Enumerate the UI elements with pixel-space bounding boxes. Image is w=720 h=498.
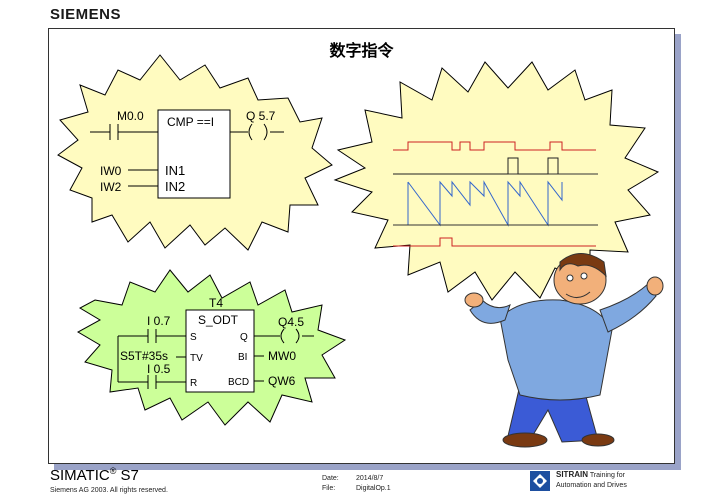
copyright-text: Siemens AG 2003. All rights reserved.	[50, 487, 168, 494]
cmp-contact-label: M0.0	[117, 109, 144, 123]
figure-left-shoe	[502, 432, 548, 448]
footer-meta: Date: 2014/8/7 File: DigitalOp.1	[322, 474, 391, 494]
cmp-coil-label: Q 5.7	[246, 109, 276, 123]
cmp-ladder	[90, 109, 284, 199]
figure-shirt	[499, 299, 613, 401]
cmp-box-label: CMP ==I	[167, 115, 214, 129]
timer-bcd-output: QW6	[268, 374, 296, 388]
figure-right-arm	[599, 283, 657, 333]
figure-right-shoe	[581, 433, 615, 447]
slide-title: 数字指令	[329, 43, 394, 60]
timer-s-contact-label: I 0.7	[147, 314, 171, 328]
presenter-figure	[464, 253, 664, 448]
date-value: 2014/8/7	[356, 475, 384, 482]
cmp-in2-operand: IW2	[100, 180, 122, 194]
cmp-in1-pin: IN1	[165, 163, 185, 178]
figure-hair	[559, 253, 607, 278]
timer-bcd-pin: BCD	[228, 377, 249, 388]
timer-bi-output: MW0	[268, 349, 296, 363]
figure-right-hand	[646, 276, 664, 296]
simatic-brand: SIMATIC® S7	[50, 466, 139, 484]
cmp-in2-pin: IN2	[165, 179, 185, 194]
timer-name: T4	[209, 296, 223, 310]
siemens-logo: SIEMENS	[50, 6, 122, 23]
date-label: Date:	[322, 475, 339, 482]
timer-s-pin: S	[190, 332, 197, 343]
timer-q-pin: Q	[240, 332, 248, 343]
timer-bi-pin: BI	[238, 352, 247, 363]
sitrain-logo-icon	[530, 470, 550, 491]
sitrain-block: SITRAIN Training for Automation and Driv…	[530, 470, 627, 491]
timer-ladder	[117, 309, 314, 393]
file-value: DigitalOp.1	[356, 485, 391, 492]
figure-left-hand	[464, 292, 484, 308]
timer-tv-pin: TV	[190, 353, 203, 364]
yellow-burst-timing	[333, 61, 660, 301]
cmp-in1-operand: IW0	[100, 164, 122, 178]
timer-r-contact-label: I 0.5	[147, 362, 171, 376]
sitrain-text: SITRAIN Training for Automation and Driv…	[556, 470, 627, 489]
timing-diagram	[393, 141, 598, 247]
timer-box-label: S_ODT	[198, 313, 239, 327]
timer-coil-label: Q4.5	[278, 315, 304, 329]
timer-tv-operand: S5T#35s	[120, 349, 168, 363]
timer-r-pin: R	[190, 378, 197, 389]
file-label: File:	[322, 485, 336, 492]
footer-product: SIMATIC® S7 Siemens AG 2003. All rights …	[50, 466, 168, 494]
